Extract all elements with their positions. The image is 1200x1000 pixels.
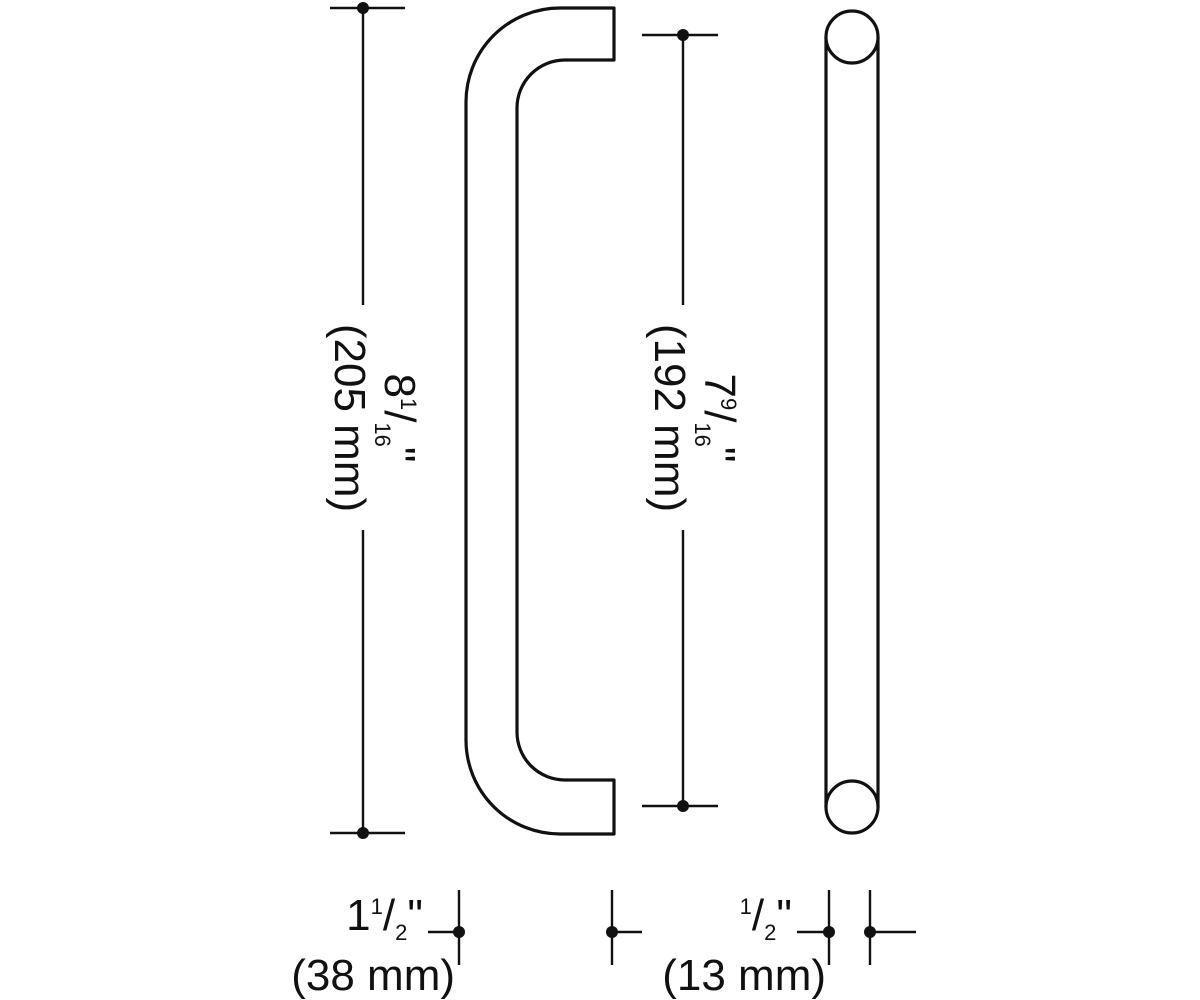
overall-length-label: 81/16" (205 mm) — [325, 324, 424, 512]
arrow-dot-left — [453, 926, 465, 938]
diameter-metric-label: (13 mm) — [662, 951, 826, 1000]
arrow-dot-right — [864, 926, 876, 938]
rod-end-bottom — [824, 779, 880, 835]
arrow-dot-left — [823, 926, 835, 938]
arrow-dot-bottom — [677, 800, 689, 812]
arrow-dot-right — [606, 926, 618, 938]
svg-text:(192 mm): (192 mm) — [645, 324, 694, 512]
handle-side-profile — [464, 6, 616, 836]
projection-imperial-label: 11/2" — [346, 891, 423, 945]
rod-end-top — [824, 9, 880, 65]
arrow-dot-top — [677, 29, 689, 41]
overall-length-dimension: 81/16" (205 mm) — [325, 2, 424, 839]
arrow-dot-bottom — [357, 827, 369, 839]
projection-metric-label: (38 mm) — [291, 951, 455, 1000]
projection-dimension: 11/2" (38 mm) — [291, 890, 642, 1000]
handle-front-view — [824, 9, 880, 835]
svg-text:81/16": 81/16" — [370, 373, 424, 462]
rod-body — [824, 35, 880, 809]
center-to-center-dimension: 79/16" (192 mm) — [642, 29, 744, 812]
diameter-dimension: 1/2" (13 mm) — [662, 890, 916, 1000]
svg-text:79/16": 79/16" — [690, 373, 744, 462]
arrow-dot-top — [357, 2, 369, 14]
center-to-center-label: 79/16" (192 mm) — [645, 324, 744, 512]
svg-text:(205 mm): (205 mm) — [325, 324, 374, 512]
diameter-imperial-label: 1/2" — [740, 891, 792, 945]
